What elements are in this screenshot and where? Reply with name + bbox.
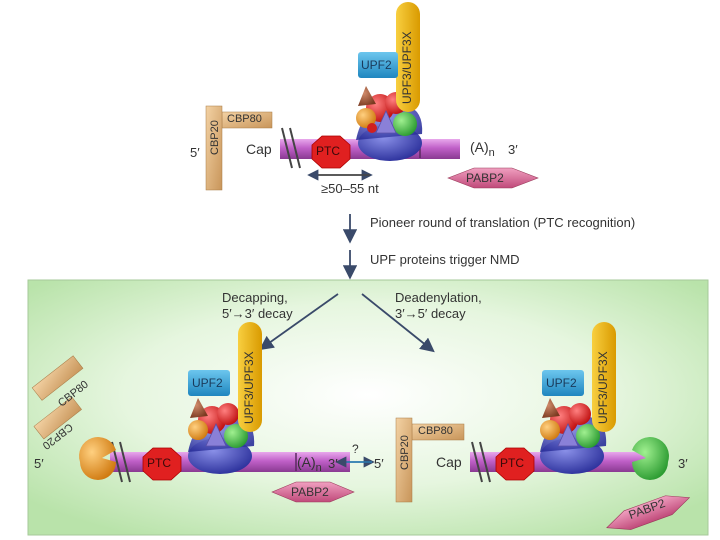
upf2-top-label: UPF2 [361, 58, 392, 72]
upf2-top [358, 52, 398, 78]
question-mark: ? [352, 442, 359, 456]
upf3-right-label: UPF3/UPF3X [596, 351, 610, 424]
upf2-right [542, 370, 584, 396]
cbp80-right-label: CBP80 [418, 425, 453, 437]
deadenylation-label-2: 3′→5′ decay [395, 306, 466, 321]
ptc-left-label: PTC [147, 456, 171, 470]
cap-top-label: Cap [246, 141, 272, 157]
polya-left-sub: n [315, 461, 322, 474]
upf3-top [396, 2, 420, 112]
decapping-label-2: 5′→3′ decay [222, 306, 293, 321]
distance-label: ≥50–55 nt [321, 181, 379, 196]
cbp20-right [395, 417, 413, 503]
cbp20-right-label: CBP20 [399, 435, 411, 470]
ptc-right [495, 447, 535, 481]
polya-top-label: (A)n [470, 139, 495, 159]
five-prime-right: 5′ [374, 456, 384, 471]
upf3-right [592, 322, 616, 432]
polya-left-text: (A) [297, 454, 316, 470]
decapping-enzyme [79, 437, 116, 480]
three-prime-left: 3′ [328, 456, 338, 471]
polya-top-text: (A) [470, 139, 489, 155]
exonuclease [632, 437, 669, 480]
pabp2-left-label: PABP2 [291, 485, 329, 499]
bottom-left-complex [31, 322, 355, 503]
upf2-left-label: UPF2 [192, 376, 223, 390]
top-complex [205, 2, 539, 191]
pabp2-top-label: PABP2 [466, 171, 504, 185]
upf1-top-green [393, 112, 417, 136]
five-prime-left: 5′ [34, 456, 44, 471]
pabp2-left [271, 481, 355, 503]
three-prime-right: 3′ [678, 456, 688, 471]
five-prime-top: 5′ [190, 145, 200, 160]
deadenylation-label-1: Deadenylation, [395, 290, 482, 305]
cbp20-top [205, 105, 223, 191]
polya-left-label: (A)n [297, 454, 322, 474]
upf2-left [188, 370, 230, 396]
cbp80-top-label: CBP80 [227, 113, 262, 125]
three-prime-top: 3′ [508, 142, 518, 157]
upf3-top-label: UPF3/UPF3X [400, 31, 414, 104]
pabp2-right [606, 495, 691, 530]
ptc-right-label: PTC [500, 456, 524, 470]
ptc-top [311, 135, 351, 169]
decapping-label-1: Decapping, [222, 290, 288, 305]
pabp2-top [447, 167, 539, 189]
upf3-left [238, 322, 262, 432]
upf3-left-label: UPF3/UPF3X [242, 351, 256, 424]
upf2-right-label: UPF2 [546, 376, 577, 390]
step-upf-trigger: UPF proteins trigger NMD [370, 252, 520, 267]
step-pioneer-round: Pioneer round of translation (PTC recogn… [370, 215, 636, 230]
bottom-right-complex [395, 322, 691, 530]
cbp20-top-label: CBP20 [209, 120, 221, 155]
cap-right-label: Cap [436, 454, 462, 470]
polya-top-sub: n [488, 146, 495, 159]
ptc-left [142, 447, 182, 481]
cbp80-left [31, 355, 84, 401]
cbp20-left [33, 396, 82, 440]
ptc-top-label: PTC [316, 144, 340, 158]
